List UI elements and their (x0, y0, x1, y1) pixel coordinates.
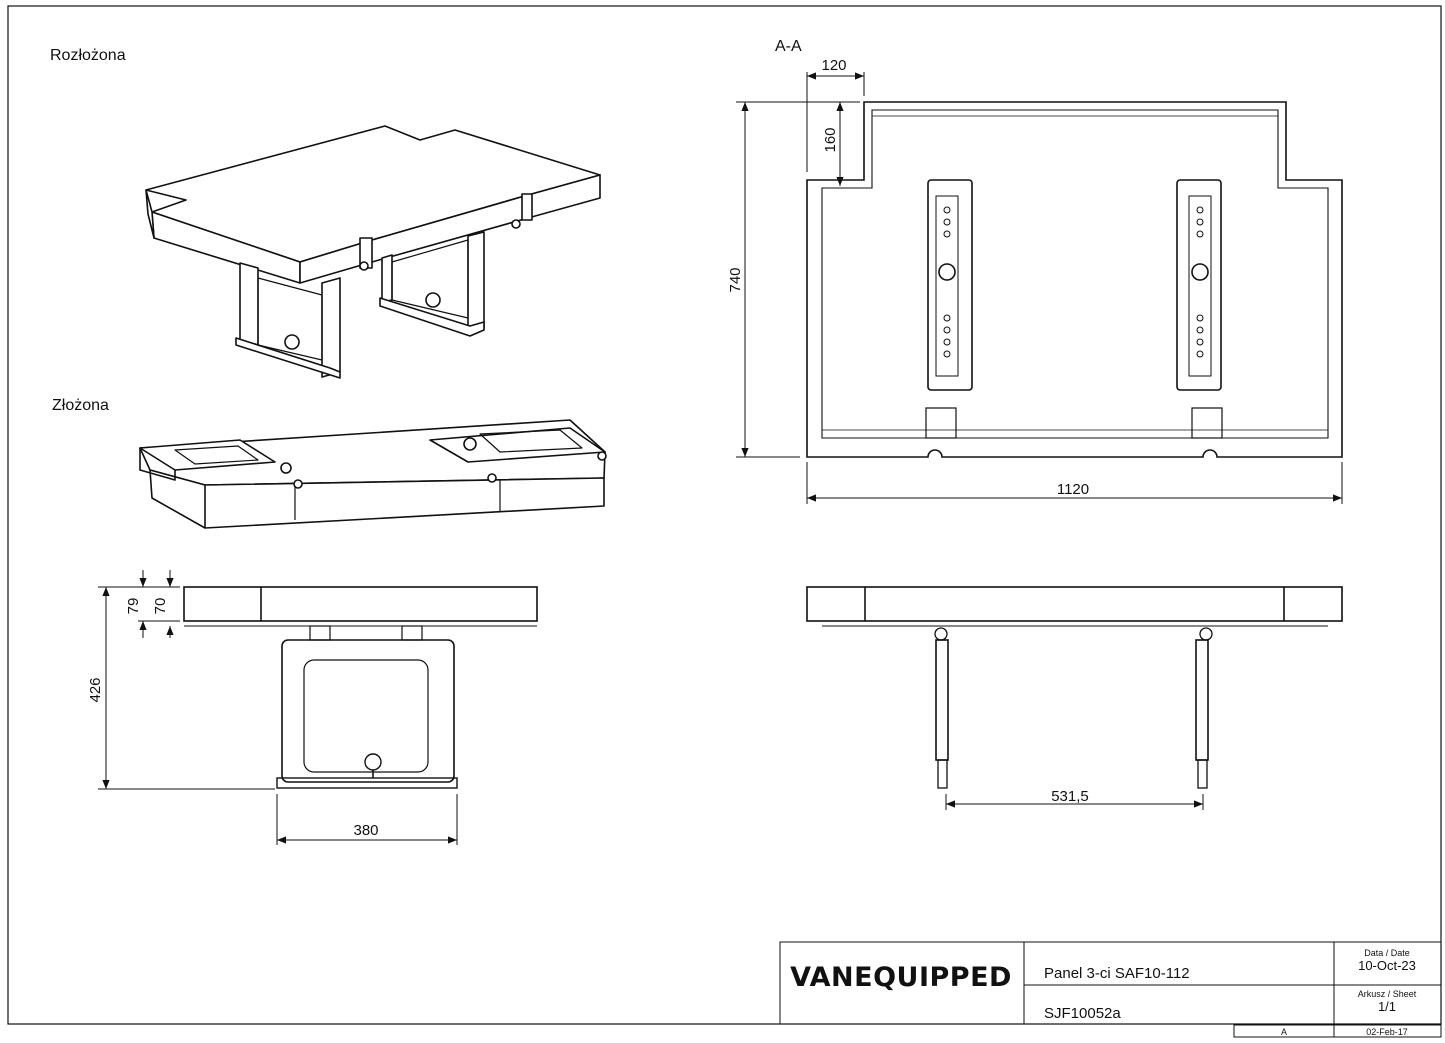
section-a-a-view (806, 101, 1343, 458)
title-block (779, 941, 1442, 1038)
dim-overall-height: 426 (87, 677, 104, 702)
section-bracket-holes (943, 206, 1204, 358)
date-label: Data / Date (1364, 948, 1410, 958)
side-view (183, 586, 538, 789)
dim-top-notch-depth: 160 (822, 127, 839, 152)
date-value: 10-Oct-23 (1358, 958, 1416, 973)
revision-date: 02-Feb-17 (1366, 1027, 1408, 1037)
front-view (806, 586, 1343, 789)
drawing-number: SJF10052a (1044, 1005, 1121, 1022)
view-label-section: A-A (775, 38, 802, 55)
front-view-dimension-lines (945, 794, 1204, 810)
view-label-folded: Złożona (52, 397, 109, 414)
sheet-label: Arkusz / Sheet (1358, 989, 1417, 999)
dim-leg-spacing: 531,5 (1051, 788, 1089, 805)
drawing-description: Panel 3-ci SAF10-112 (1044, 965, 1190, 982)
dim-top-thickness: 79 (125, 598, 142, 615)
sheet-value: 1/1 (1378, 999, 1396, 1014)
side-view-dimension-lines (98, 570, 458, 845)
dim-overall-depth: 740 (727, 267, 744, 292)
iso-folded-view (139, 419, 607, 529)
company-logo: VANEQUIPPED (790, 962, 1012, 993)
section-dimension-lines (736, 72, 1343, 504)
dim-board-thickness: 70 (152, 598, 169, 615)
revision: A (1281, 1027, 1287, 1037)
iso-unfolded-view (145, 125, 601, 379)
dim-overall-width: 1120 (1057, 481, 1089, 498)
sheet-border (7, 5, 1442, 1025)
dim-top-notch-width: 120 (821, 57, 846, 74)
view-label-unfolded: Rozłożona (50, 47, 126, 64)
dim-leg-frame-width: 380 (353, 822, 378, 839)
